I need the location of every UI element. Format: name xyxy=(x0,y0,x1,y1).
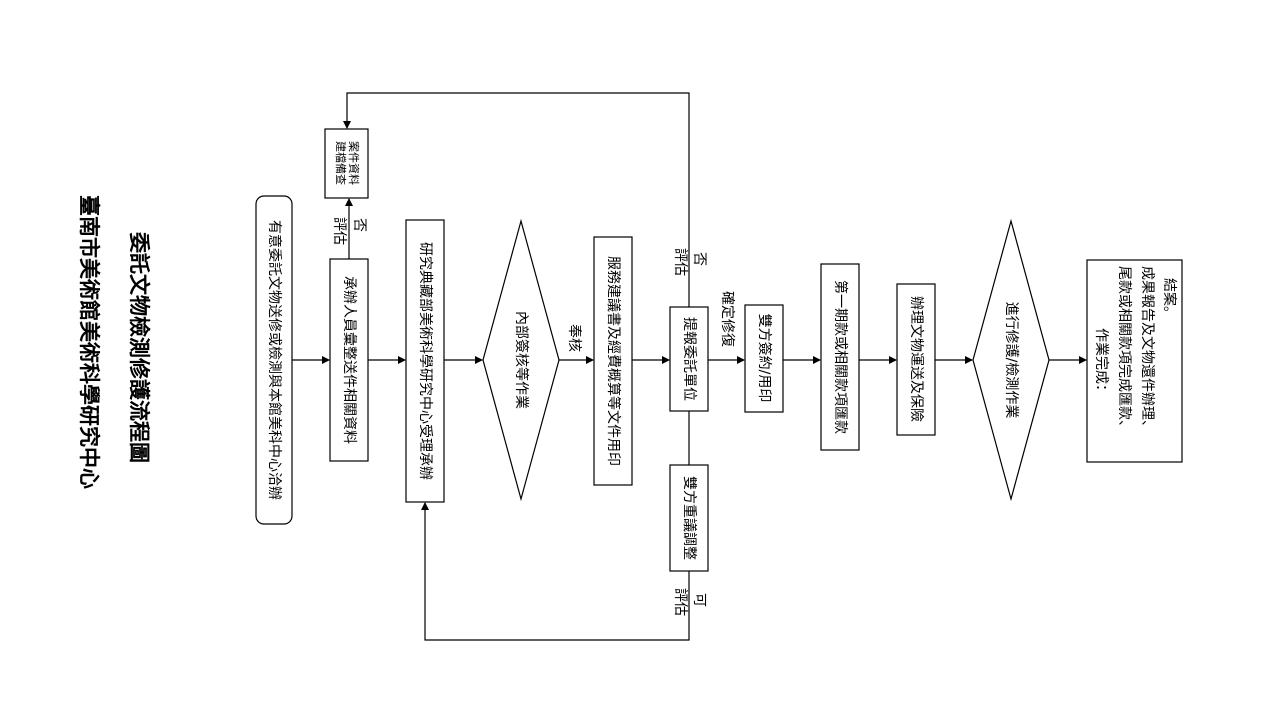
label-approve: 奉核 xyxy=(566,324,582,352)
node-archive-label-1: 案件資料 xyxy=(347,141,361,185)
node-internal-review-label: 內部簽核等作業 xyxy=(513,311,530,409)
node-completion-label-3: 成果報告及文物還件辦理、 xyxy=(1139,266,1155,434)
node-conservation-work: 進行修護/檢測作業 xyxy=(972,218,1050,502)
node-transport-insurance-label: 辦理文物運送及保險 xyxy=(908,296,924,422)
arrow-n8-n4-loop xyxy=(421,502,690,641)
label-eval-2: 評估 xyxy=(672,248,688,276)
node-accept-label: 研究典藏部美術科學研究中心受理承辦 xyxy=(417,242,433,480)
node-proposal-seal-label: 服務建議書及經費概算等文件用印 xyxy=(605,256,622,466)
node-completion-label-2: 尾款或相關款項完成匯款、 xyxy=(1116,266,1132,434)
node-proposal-seal: 服務建議書及經費概算等文件用印 xyxy=(593,236,633,486)
node-sign-contract-label: 雙方簽約/用印 xyxy=(756,314,773,403)
label-yes-3: 可 xyxy=(691,593,707,607)
label-confirm: 確定修復 xyxy=(719,291,736,347)
node-submit-client: 提報委託單位 xyxy=(669,306,709,412)
node-renegotiate: 雙方重議調整 xyxy=(669,464,709,572)
node-accept: 研究典藏部美術科學研究中心受理承辦 xyxy=(405,219,445,503)
node-first-payment-label: 第一期款或相關款項匯款 xyxy=(832,280,849,434)
node-sign-contract: 雙方簽約/用印 xyxy=(744,304,784,413)
label-eval-1: 評估 xyxy=(331,217,347,245)
node-compile-docs-label: 承辦人員彙整送件相關資料 xyxy=(341,276,357,444)
node-completion-label-4: 結案。 xyxy=(1161,278,1178,320)
node-request: 有意委託文物送修或檢測與本館美科中心洽辦 xyxy=(255,195,293,525)
node-renegotiate-label: 雙方重議調整 xyxy=(681,476,698,560)
node-archive-label-2: 建檔備查 xyxy=(334,141,348,185)
node-first-payment: 第一期款或相關款項匯款 xyxy=(820,263,860,451)
node-completion: 作業完成： 尾款或相關款項完成匯款、 成果報告及文物還件辦理、 結案。 xyxy=(1086,259,1183,463)
label-no-2: 否 xyxy=(691,252,707,266)
node-transport-insurance: 辦理文物運送及保險 xyxy=(896,283,936,436)
node-compile-docs: 承辦人員彙整送件相關資料 xyxy=(329,258,369,462)
arrow-n7-n3-loop xyxy=(343,92,690,307)
label-eval-3: 評估 xyxy=(672,588,688,616)
sub-title: 委託文物檢測修護流程圖 xyxy=(127,231,151,463)
node-conservation-work-label: 進行修護/檢測作業 xyxy=(1003,302,1020,419)
node-completion-label-1: 作業完成： xyxy=(1093,328,1109,398)
node-submit-client-label: 提報委託單位 xyxy=(681,317,697,401)
node-internal-review: 內部簽核等作業 xyxy=(482,218,560,502)
label-no-1: 否 xyxy=(351,218,367,232)
node-archive: 案件資料 建檔備查 xyxy=(324,128,369,199)
node-request-label: 有意委託文物送修或檢測與本館美科中心洽辦 xyxy=(266,220,283,500)
main-title: 臺南市美術館美術科學研究中心 xyxy=(77,195,101,489)
